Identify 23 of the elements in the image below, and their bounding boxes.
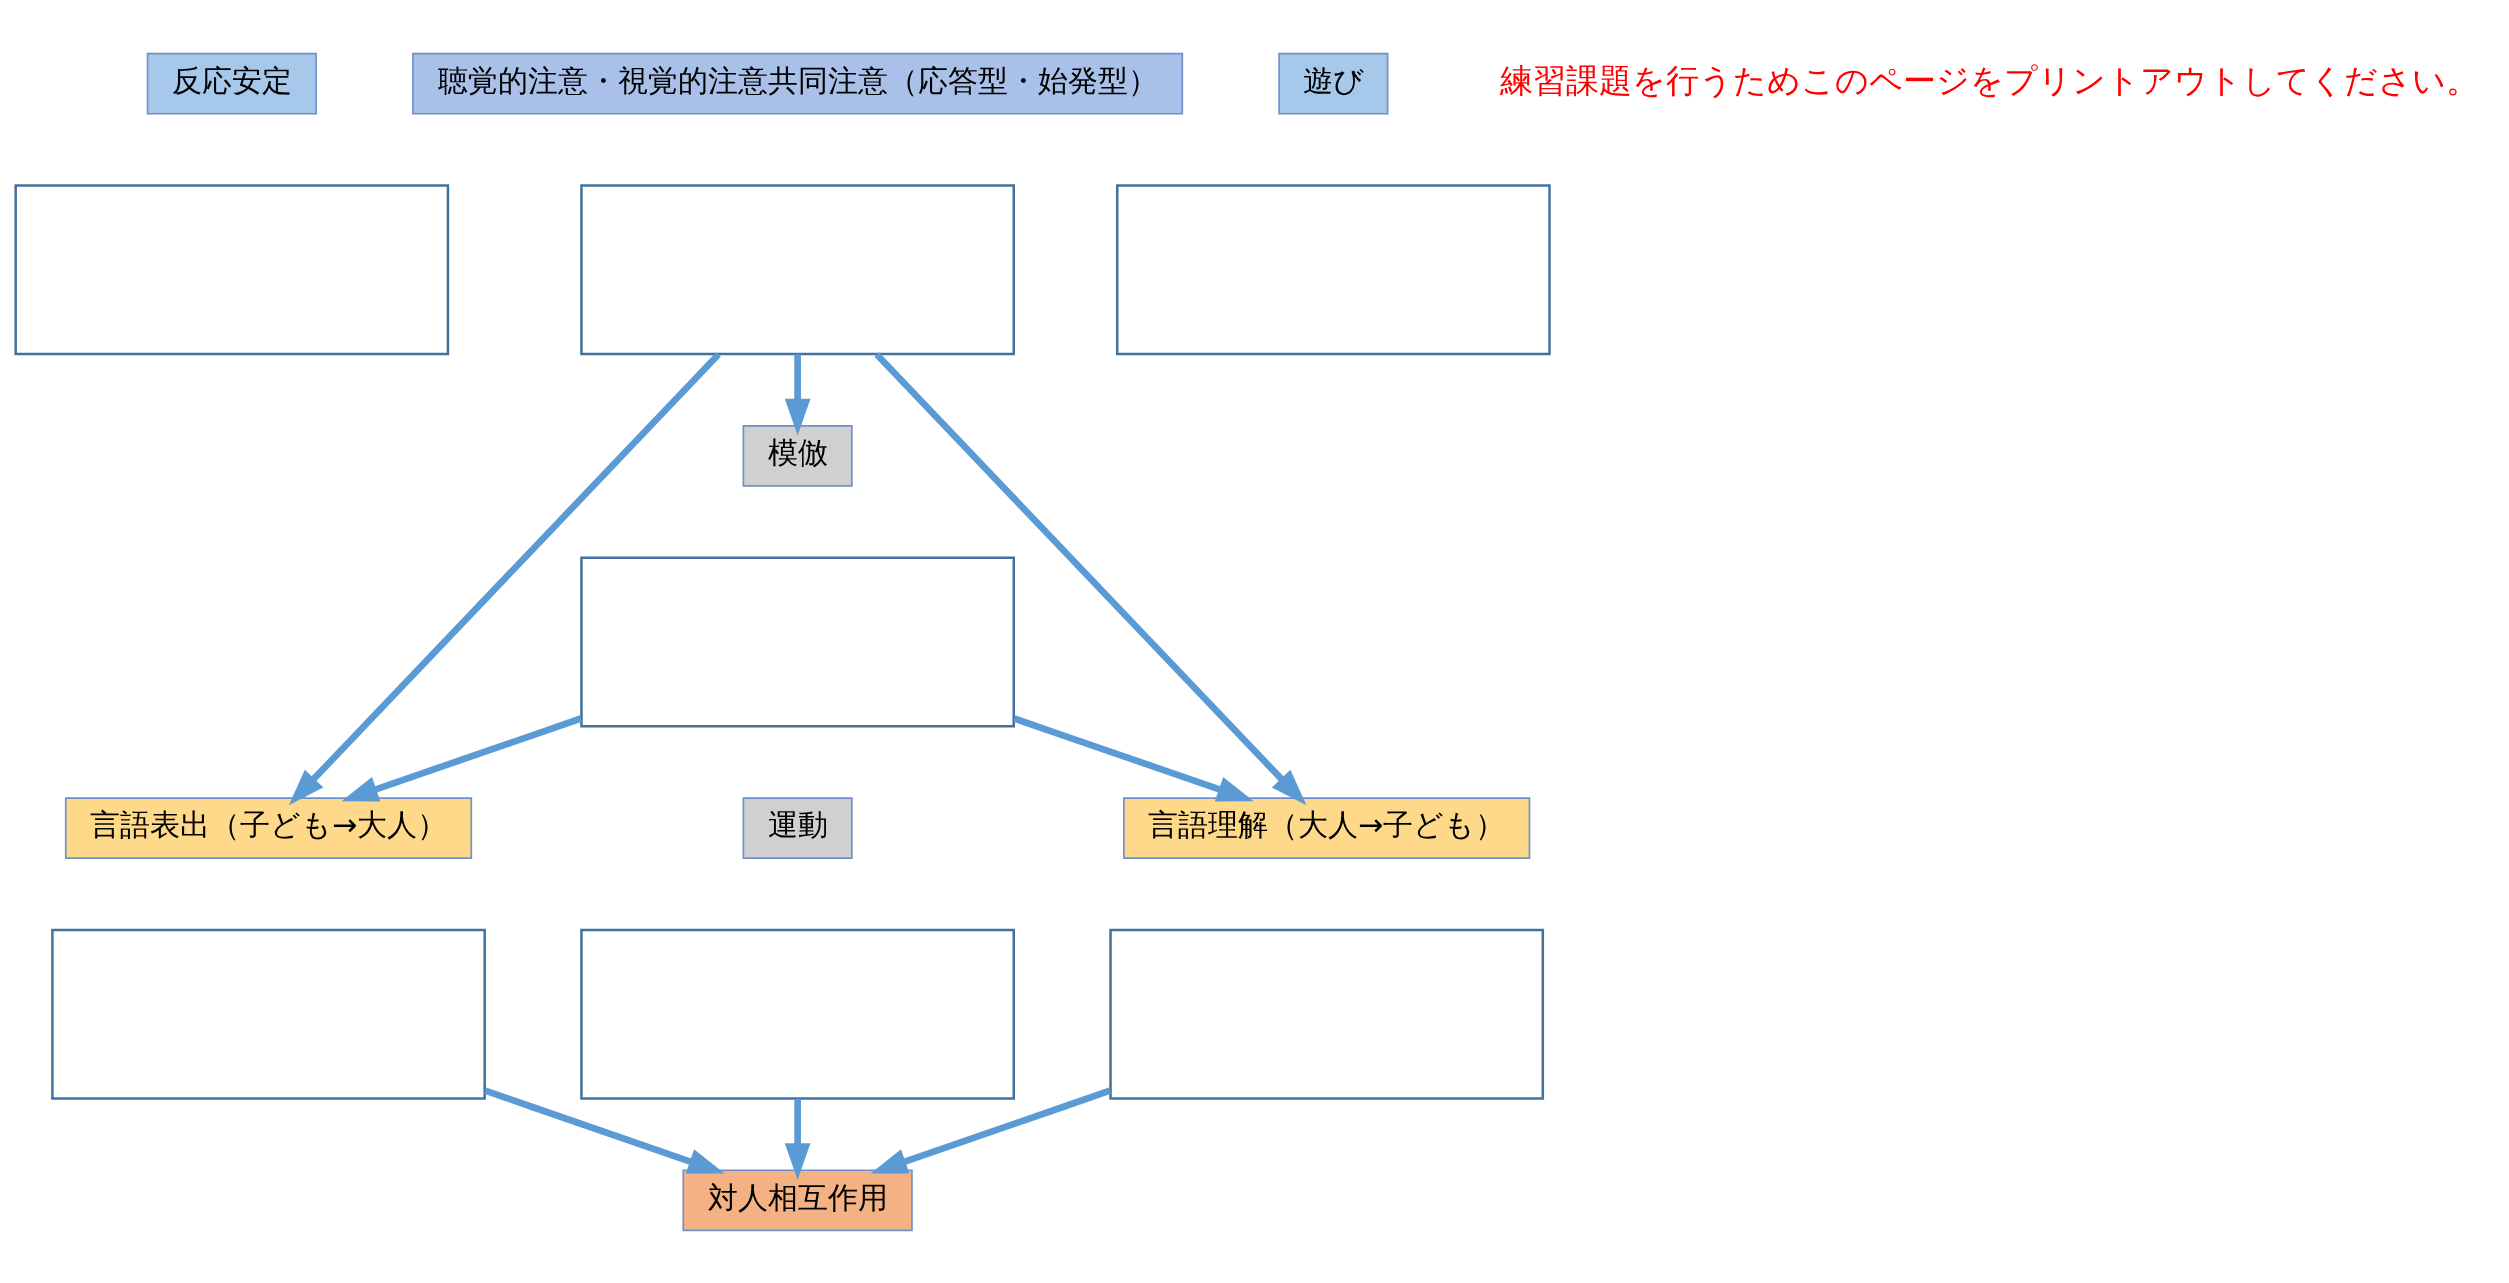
arrow <box>874 351 1307 805</box>
node-box: 言語表出（子ども→大人） <box>64 796 473 859</box>
node-box <box>1115 183 1551 355</box>
arrow <box>784 353 811 436</box>
node-box <box>580 555 1015 728</box>
arrow <box>341 714 582 801</box>
arrow <box>288 351 721 805</box>
node-box: 遊び <box>1278 52 1389 115</box>
node-box <box>14 183 450 355</box>
node-box <box>1109 928 1545 1100</box>
arrow <box>870 1087 1112 1174</box>
node-box <box>580 183 1015 355</box>
arrow <box>484 1087 725 1174</box>
arrow <box>1013 714 1254 801</box>
node-box: 対人相互作用 <box>682 1168 913 1231</box>
node-box: 反応安定 <box>146 52 317 115</box>
label: 練習課題を行うためこのページをプリントアウトしてください。 <box>1499 60 2479 100</box>
node-box <box>580 928 1015 1100</box>
node-box: 模倣 <box>742 424 853 487</box>
node-box: 運動 <box>742 796 853 859</box>
node-box: 言語理解（大人→子ども） <box>1123 796 1531 859</box>
node-box: 聴覚的注意・視覚的注意共同注意（応答型・始発型） <box>412 52 1184 115</box>
node-box <box>51 928 486 1100</box>
